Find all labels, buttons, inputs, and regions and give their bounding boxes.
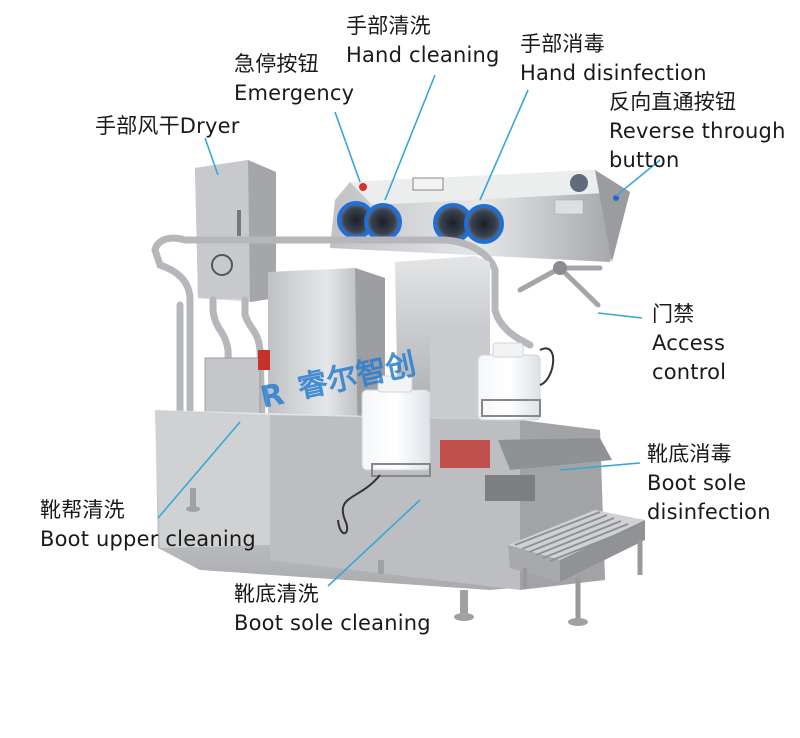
grated-step (508, 510, 645, 620)
reverse-button-housing (570, 174, 588, 192)
hand-ports (337, 201, 504, 244)
center-cabinet (268, 256, 490, 455)
label-reverse-button: 反向直通按钮 Reverse through button (609, 90, 786, 172)
leader-emergency (334, 111, 361, 183)
label-hand-disinfection: 手部消毒 Hand disinfection (520, 32, 707, 85)
leader-hand-disinfection (479, 89, 529, 201)
label-hand-cleaning: 手部清洗 Hand cleaning (346, 14, 500, 67)
label-boot-sole-cleaning: 靴底清洗 Boot sole cleaning (234, 582, 431, 635)
label-access-control: 门禁 Access control (652, 302, 727, 384)
main-basin (155, 410, 612, 590)
label-boot-upper-cleaning: 靴帮清洗 Boot upper cleaning (40, 498, 256, 551)
leader-boot-sole-disinfection (559, 462, 641, 471)
emergency-stop-button (359, 183, 367, 191)
dryer-logo (211, 254, 233, 276)
leader-boot-upper-cleaning (157, 421, 241, 519)
heater-unit (204, 350, 270, 419)
leader-hand-cleaning (384, 74, 436, 201)
disinfectant-jug-left (361, 375, 431, 477)
display-panel (412, 177, 444, 191)
label-dryer: 手部风干Dryer (95, 114, 240, 138)
label-emergency: 急停按钮 Emergency (234, 52, 355, 105)
turnstile (517, 261, 603, 308)
leader-reverse-button (615, 159, 661, 197)
leader-access-control (597, 312, 643, 319)
reverse-button (613, 195, 619, 201)
hand-port-2 (364, 203, 402, 241)
disinfectant-jug-right (477, 342, 555, 421)
hand-port-4 (464, 204, 504, 244)
feet (186, 488, 588, 626)
label-boot-sole-disinfection: 靴底消毒 Boot sole disinfection (647, 442, 771, 524)
leader-boot-sole-cleaning (327, 499, 421, 587)
leader-lines (157, 74, 661, 587)
dryer-unit (195, 160, 276, 302)
brand-plate (554, 199, 584, 215)
hose (337, 474, 381, 535)
leader-dryer (204, 137, 219, 176)
